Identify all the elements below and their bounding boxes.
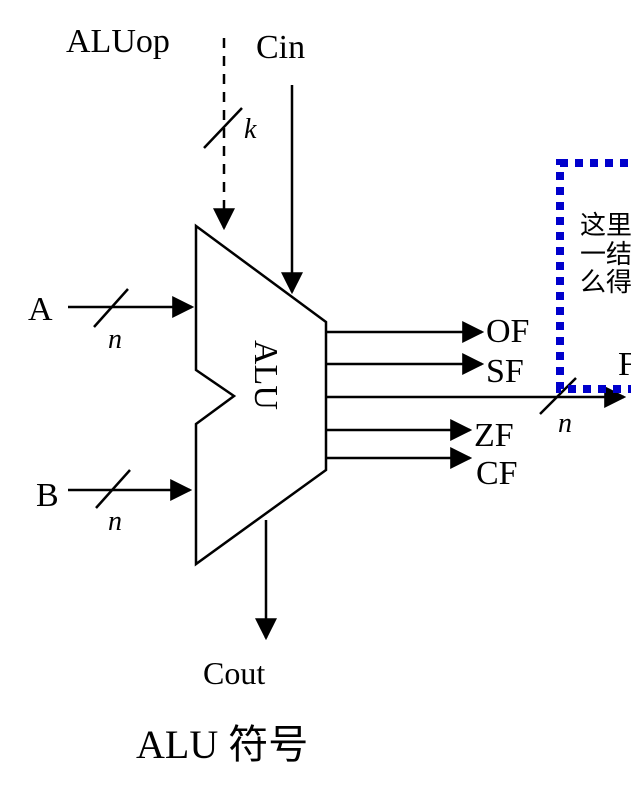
zf-label: ZF [474,417,514,454]
aluop-input: ALUop k [66,23,257,231]
b-bus-slash [95,469,131,509]
figure-caption: ALU 符号 [136,722,308,767]
sf-label: SF [486,353,524,390]
cin-label: Cin [256,29,305,66]
aluop-bus-slash [203,107,243,149]
annotation-box: 这里 一结 么得 [556,159,631,393]
f-bus-slash [539,377,577,415]
f-label: F [618,346,631,383]
note-line-1: 这里 [580,211,631,241]
b-input: B n [36,469,193,537]
alu-shape [194,223,328,567]
annotation-border [556,159,631,393]
f-output: n F [326,346,631,439]
n-label-b: n [108,506,122,537]
aluop-label: ALUop [66,23,170,60]
b-label: B [36,477,59,514]
alu-block: ALU [194,223,328,567]
a-input: A n [28,288,195,355]
cf-label: CF [476,455,518,492]
note-line-2: 一结 [580,240,631,270]
k-label: k [244,114,257,145]
cout-output: Cout [203,520,277,691]
alu-body-label: ALU [247,340,284,410]
n-label-a: n [108,324,122,355]
flag-outputs: OF SF ZF CF [326,313,529,492]
n-label-out: n [558,408,572,439]
cout-label: Cout [203,655,265,691]
a-bus-slash [93,288,129,328]
a-label: A [28,291,53,328]
cin-input: Cin [256,29,305,295]
of-label: OF [486,313,529,350]
note-line-3: 么得 [580,268,631,298]
